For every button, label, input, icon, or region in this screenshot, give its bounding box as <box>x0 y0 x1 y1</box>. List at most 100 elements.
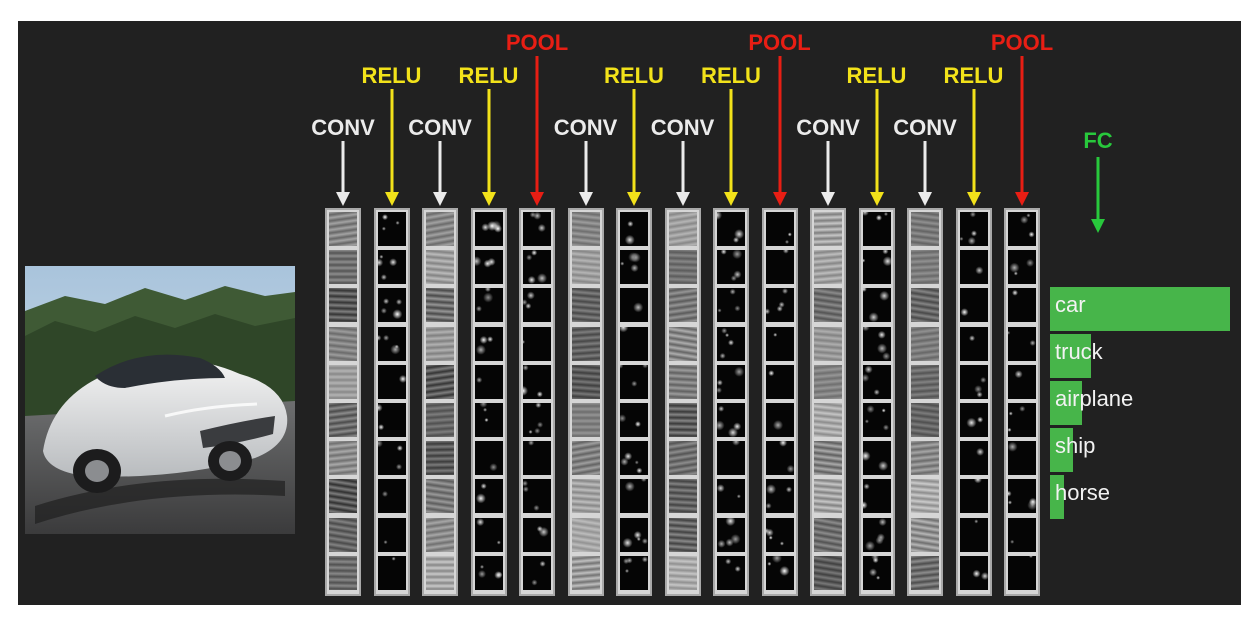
feature-map <box>765 212 794 246</box>
feature-map-column <box>1004 208 1040 596</box>
class-label: car <box>1055 292 1086 317</box>
feature-map <box>911 441 939 476</box>
feature-map <box>765 250 794 285</box>
feature-map <box>911 517 939 552</box>
feature-map <box>911 250 939 285</box>
feature-map-column <box>664 208 701 596</box>
arrow-down-icon <box>869 89 884 206</box>
feature-map <box>377 326 406 361</box>
feature-map <box>523 288 551 323</box>
feature-map-column <box>713 208 749 596</box>
feature-map <box>911 555 939 590</box>
feature-map-column <box>616 208 652 596</box>
feature-map <box>377 212 406 246</box>
feature-map <box>474 326 503 361</box>
feature-map-column <box>810 208 846 596</box>
feature-map-column <box>907 208 943 596</box>
feature-map <box>474 441 503 476</box>
layer-label-conv: CONV <box>893 115 957 140</box>
feature-map <box>620 326 648 361</box>
feature-map <box>426 288 454 323</box>
feature-map <box>668 441 697 476</box>
feature-map <box>814 212 842 246</box>
feature-map <box>959 479 988 514</box>
feature-map <box>523 212 551 246</box>
arrow-down-icon <box>578 141 593 206</box>
feature-map <box>862 479 891 514</box>
class-label: horse <box>1055 480 1111 505</box>
feature-map <box>668 212 697 246</box>
feature-map <box>814 441 842 476</box>
feature-map <box>814 364 842 399</box>
feature-map <box>717 403 745 437</box>
input-image-car <box>25 266 295 534</box>
feature-map <box>329 517 357 552</box>
class-score-bar <box>1050 287 1230 331</box>
feature-map <box>862 250 891 285</box>
feature-map <box>862 212 891 246</box>
feature-map-column <box>955 208 992 596</box>
feature-map <box>523 250 551 285</box>
feature-map <box>717 326 745 361</box>
feature-map <box>620 250 648 285</box>
feature-map <box>426 212 454 246</box>
layer-label-relu: RELU <box>701 63 761 88</box>
arrow-down-icon <box>821 141 835 206</box>
feature-map <box>765 555 794 590</box>
feature-map <box>717 212 745 246</box>
feature-map <box>862 441 891 476</box>
feature-map <box>523 479 551 514</box>
feature-map <box>377 403 406 437</box>
feature-map <box>523 364 551 399</box>
feature-map <box>426 326 454 361</box>
feature-map <box>329 479 357 514</box>
fc-arrow <box>1091 157 1105 233</box>
feature-map <box>911 288 939 323</box>
feature-map <box>377 479 406 514</box>
feature-map <box>765 441 794 476</box>
feature-map <box>377 288 406 323</box>
layer-label-relu: RELU <box>846 63 907 88</box>
feature-map <box>668 517 697 552</box>
feature-map <box>911 212 939 246</box>
feature-map <box>329 326 357 361</box>
feature-map <box>571 555 600 590</box>
feature-map <box>620 403 648 437</box>
class-score-bar <box>1050 381 1082 425</box>
class-label: airplane <box>1055 386 1134 411</box>
feature-map <box>620 555 648 590</box>
feature-map <box>862 403 891 437</box>
feature-map <box>571 479 600 514</box>
feature-map-column <box>567 208 604 596</box>
class-score-bar <box>1050 334 1091 378</box>
feature-map <box>620 364 648 399</box>
feature-map <box>717 288 745 323</box>
feature-map <box>620 479 648 514</box>
arrow-down-icon <box>627 89 641 206</box>
feature-map <box>474 555 503 590</box>
feature-map <box>426 364 454 399</box>
feature-map <box>959 517 988 552</box>
feature-map <box>959 403 988 437</box>
feature-map <box>959 441 988 476</box>
arrow-down-icon <box>966 89 981 206</box>
feature-map <box>426 479 454 514</box>
feature-map <box>765 288 794 323</box>
class-label: ship <box>1055 433 1096 458</box>
feature-map <box>668 555 697 590</box>
feature-map <box>765 479 794 514</box>
feature-map <box>1008 441 1036 476</box>
feature-map-column <box>373 208 410 596</box>
feature-map <box>329 555 357 590</box>
class-score-bar <box>1050 475 1064 519</box>
feature-map <box>1008 250 1036 285</box>
feature-map <box>1008 288 1036 323</box>
feature-map <box>765 517 794 552</box>
feature-map <box>959 212 988 246</box>
class-label: truck <box>1055 339 1103 364</box>
arrow-down-icon <box>530 56 544 206</box>
feature-map <box>620 441 648 476</box>
feature-map <box>668 364 697 399</box>
feature-map <box>523 517 551 552</box>
feature-map <box>765 326 794 361</box>
